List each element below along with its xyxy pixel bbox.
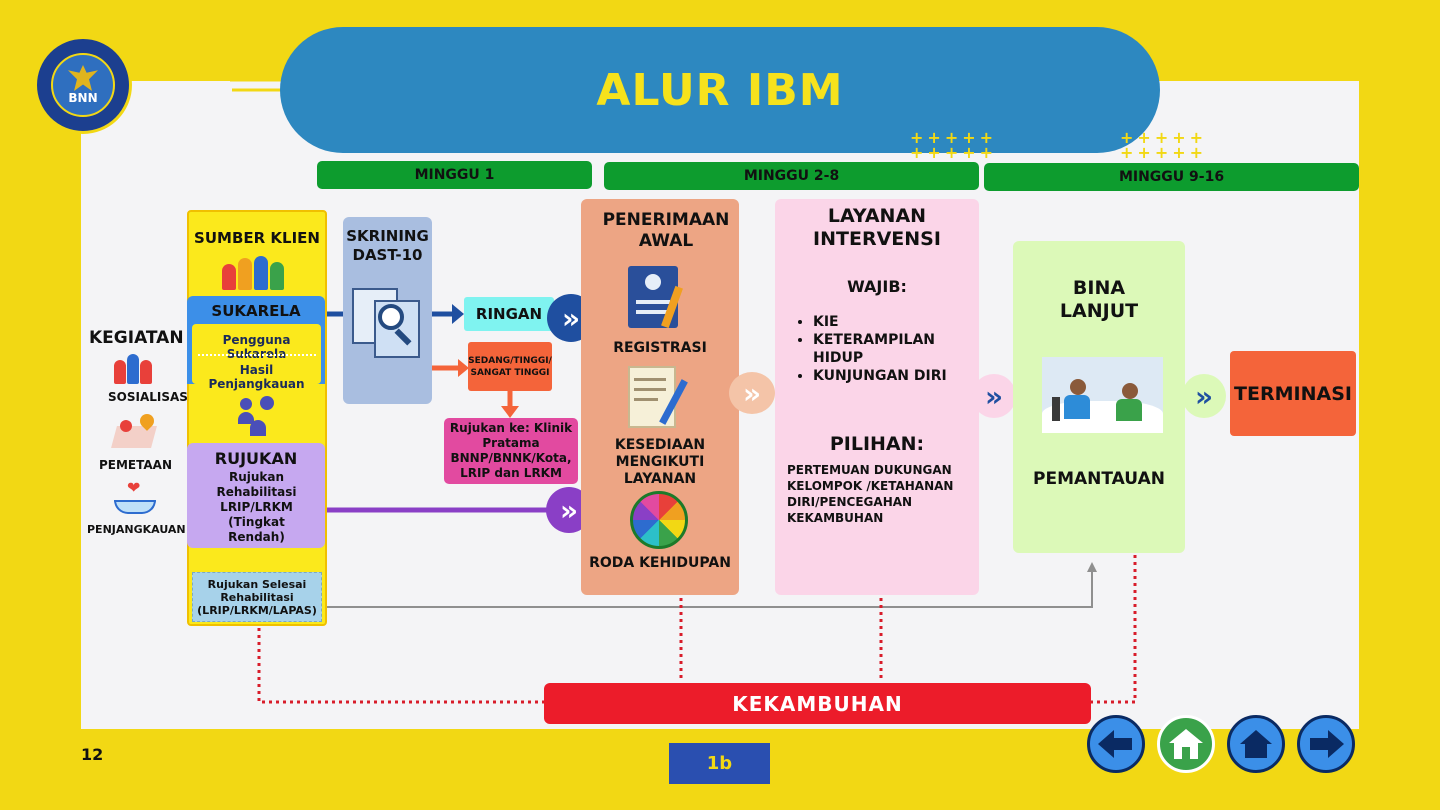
kekambuhan-dotted-lines (257, 555, 1137, 704)
sukarela-line-1: Pengguna Sukarela (222, 333, 291, 361)
week-2-8-bar: MINGGU 2-8 (604, 162, 979, 190)
layanan-chevron-icon: » (972, 374, 1016, 418)
penerimaan-chevron-icon: » (729, 372, 775, 414)
sukarela-line-2: Hasil Penjangkauan (208, 363, 305, 391)
layanan-box (775, 199, 979, 595)
house-icon (1240, 730, 1272, 758)
arrow-right-icon (1310, 730, 1344, 758)
referral-users-icon (238, 394, 278, 438)
group-people-icon (112, 352, 154, 386)
next-button[interactable] (1297, 715, 1355, 773)
kegiatan-heading: KEGIATAN (89, 328, 184, 348)
wajib-label: WAJIB: (847, 277, 907, 296)
rujukan-description: Rujukan Rehabilitasi LRIP/LRKM (Tingkat … (216, 470, 297, 544)
kesediaan-label: KESEDIAAN MENGIKUTI LAYANAN (614, 437, 706, 487)
registrasi-label: REGISTRASI (613, 340, 707, 356)
sukarela-divider (198, 354, 316, 356)
rujukan-detail-box: Rujukan Rehabilitasi LRIP/LRKM (Tingkat … (192, 470, 321, 545)
terminasi-box: TERMINASI (1230, 351, 1356, 436)
pilihan-text: PERTEMUAN DUKUNGAN KELOMPOK /KETAHANAN D… (787, 463, 954, 525)
page-label-box: 1b (669, 743, 770, 784)
arrow-selesai-bina (327, 570, 1093, 608)
week-9-16-bar: MINGGU 9-16 (984, 163, 1359, 191)
kekambuhan-bar: KEKAMBUHAN (544, 683, 1091, 724)
ringan-label: RINGAN (475, 305, 543, 323)
rujukan-selesai-text: Rujukan Selesai Rehabilitasi (LRIP/LRKM/… (197, 577, 317, 617)
garuda-icon (68, 65, 98, 91)
kegiatan-item-sosialisasi: SOSIALISASI (108, 390, 193, 404)
skrining-label: SKRINING DAST-10 (346, 227, 429, 264)
bnn-logo: BNN (34, 36, 132, 134)
week-1-bar: MINGGU 1 (317, 161, 592, 189)
page-number: 12 (81, 745, 104, 764)
penerimaan-heading: PENERIMAAN AWAL (602, 210, 730, 251)
ringan-box: RINGAN (464, 297, 554, 331)
plus-decoration: ++++++++++ (910, 128, 998, 162)
roda-label: RODA KEHIDUPAN (589, 555, 731, 571)
arrow-head-rujukan (501, 406, 519, 418)
plus-decoration: ++++++++++ (1120, 128, 1208, 162)
kekambuhan-label: KEKAMBUHAN (732, 691, 903, 716)
rujukan-label: RUJUKAN (214, 449, 298, 468)
rujukan-ke-box: Rujukan ke: Klinik Pratama BNNP/BNNK/Kot… (444, 418, 578, 484)
arrow-head-bina (1087, 562, 1097, 572)
home-button[interactable] (1157, 715, 1215, 773)
rujukan-ke-text: Rujukan ke: Klinik Pratama BNNP/BNNK/Kot… (449, 421, 573, 480)
bina-chevron-icon: » (1182, 374, 1226, 418)
sukarela-label: SUKARELA (211, 302, 301, 320)
wajib-item: KETERAMPILAN HIDUP (813, 331, 967, 367)
heart-hand-icon: ❤ (112, 478, 158, 520)
kegiatan-item-pemetaan: PEMETAAN (99, 458, 173, 472)
page-label: 1b (706, 753, 733, 774)
title-bar: ALUR IBM (280, 27, 1160, 153)
sumber-klien-heading: SUMBER KLIEN (194, 229, 320, 247)
kegiatan-item-penjangkauan: PENJANGKAUAN (87, 523, 186, 536)
agreement-document-icon (628, 364, 688, 432)
pemantauan-label: PEMANTAUAN (1033, 469, 1165, 489)
terminasi-label: TERMINASI (1234, 382, 1352, 405)
home-icon (1169, 729, 1203, 759)
wajib-item: KUNJUNGAN DIRI (813, 367, 967, 385)
arrow-head-sedang (458, 359, 469, 377)
back-button[interactable] (1087, 715, 1145, 773)
sedang-box: SEDANG/TINGGI/ SANGAT TINGGI (468, 342, 552, 391)
page-title: ALUR IBM (596, 64, 844, 116)
registration-form-icon (628, 266, 690, 330)
document-search-icon (352, 282, 426, 360)
wajib-item: KIE (813, 313, 967, 331)
clients-icon (220, 254, 296, 292)
house-button[interactable] (1227, 715, 1285, 773)
arrow-head-ringan (452, 304, 464, 324)
pilihan-label: PILIHAN: (829, 433, 925, 455)
counseling-illustration-icon (1042, 357, 1163, 433)
bina-lanjut-heading: BINA LANJUT (1059, 277, 1139, 322)
arrow-left-icon (1098, 730, 1132, 758)
wheel-of-life-icon (630, 491, 688, 549)
logo-text: BNN (68, 91, 98, 105)
layanan-heading: LAYANAN INTERVENSI (813, 205, 941, 250)
map-pin-icon (111, 411, 158, 452)
wajib-list: KIE KETERAMPILAN HIDUP KUNJUNGAN DIRI (797, 313, 967, 385)
sedang-label: SEDANG/TINGGI/ SANGAT TINGGI (468, 355, 552, 378)
rujukan-selesai-box: Rujukan Selesai Rehabilitasi (LRIP/LRKM/… (192, 572, 322, 622)
